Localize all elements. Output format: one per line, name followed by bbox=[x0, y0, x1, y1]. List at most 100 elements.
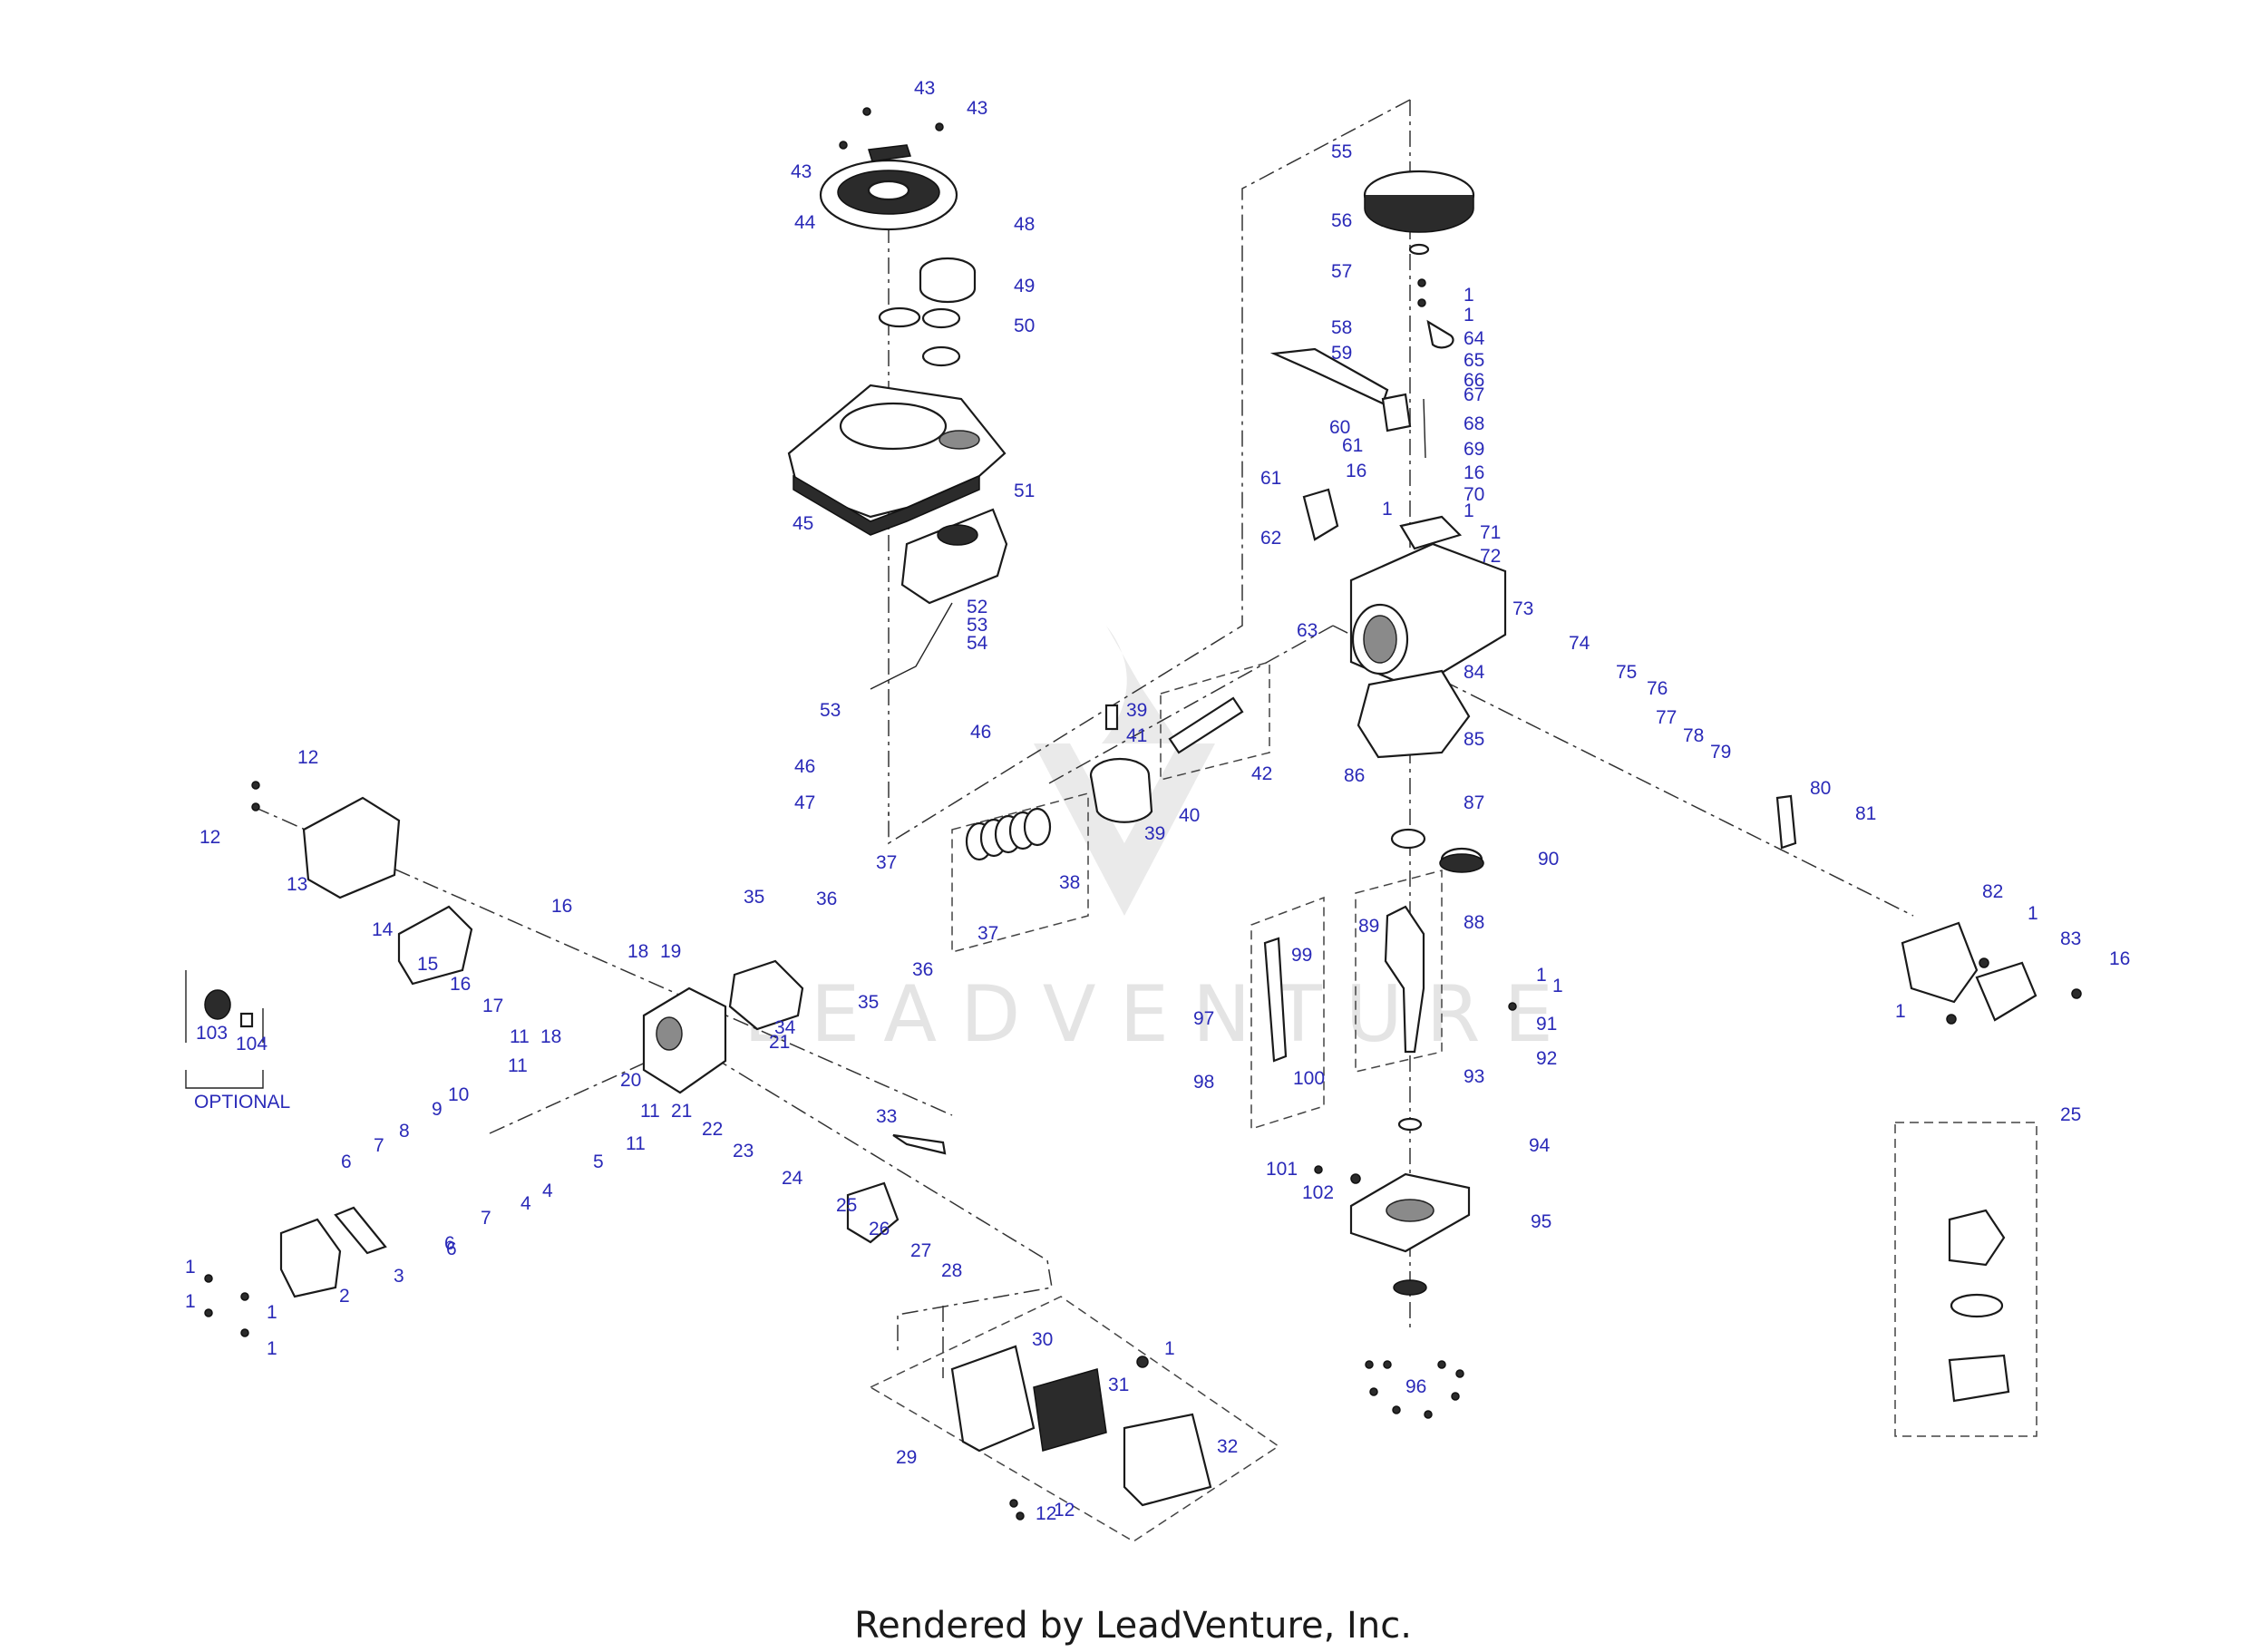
part-number-label: 43 bbox=[967, 98, 987, 119]
part-number-label: 87 bbox=[1464, 792, 1484, 813]
part-number-label: 43 bbox=[914, 78, 935, 99]
part-number-label: 39 bbox=[1126, 700, 1147, 721]
air-filter bbox=[950, 1345, 1212, 1507]
part-number-label: 61 bbox=[1260, 468, 1281, 489]
part-number-label: 1 bbox=[1552, 976, 1563, 996]
part-number-label: 56 bbox=[1331, 210, 1352, 231]
part-number-label: 1 bbox=[1464, 500, 1474, 521]
part-number-label: 5 bbox=[593, 1152, 604, 1172]
part-number-label: 95 bbox=[1531, 1211, 1551, 1232]
part-number-label: 27 bbox=[910, 1240, 931, 1261]
part-number-label: 47 bbox=[794, 792, 815, 813]
part-number-label: 58 bbox=[1331, 317, 1352, 338]
part-number-label: 12 bbox=[1054, 1500, 1075, 1521]
part-number-label: 52 bbox=[967, 597, 987, 617]
muffler-assembly bbox=[302, 796, 473, 986]
part-number-label: 57 bbox=[1331, 261, 1352, 282]
part-number-label: 16 bbox=[551, 896, 572, 917]
part-number-label: 91 bbox=[1536, 1014, 1557, 1035]
blower-housing bbox=[787, 384, 1007, 536]
part-number-label: 30 bbox=[1032, 1329, 1053, 1350]
part-number-label: 89 bbox=[1358, 916, 1379, 937]
part-number-label: 86 bbox=[1344, 765, 1365, 786]
part-number-label: 20 bbox=[620, 1070, 641, 1091]
part-number-label: 37 bbox=[977, 923, 998, 944]
part-number-label: 8 bbox=[399, 1121, 410, 1142]
part-number-label: 35 bbox=[858, 992, 879, 1013]
part-number-label: 11 bbox=[510, 1026, 530, 1047]
part-number-label: 78 bbox=[1683, 725, 1704, 746]
part-number-label: 72 bbox=[1480, 546, 1501, 567]
part-number-label: 12 bbox=[1036, 1503, 1056, 1524]
part-number-label: 42 bbox=[1251, 763, 1272, 784]
part-number-label: 1 bbox=[1464, 285, 1474, 306]
throttle-bracket bbox=[1775, 794, 2037, 1022]
part-number-label: 14 bbox=[372, 919, 394, 940]
part-number-label: 83 bbox=[2060, 928, 2081, 949]
part-number-label: 102 bbox=[1302, 1182, 1334, 1203]
piston-rings bbox=[965, 807, 1052, 861]
carburetor bbox=[846, 1133, 947, 1244]
part-number-label: 46 bbox=[970, 722, 991, 743]
part-number-label: 32 bbox=[1217, 1436, 1238, 1457]
part-number-label: 80 bbox=[1810, 778, 1831, 799]
part-number-label: 4 bbox=[520, 1193, 531, 1214]
part-number-label: 36 bbox=[912, 959, 933, 980]
carburetor-detail bbox=[1948, 1209, 2010, 1403]
part-number-label: 98 bbox=[1193, 1072, 1214, 1093]
part-number-label: 12 bbox=[297, 747, 318, 768]
crankshaft bbox=[1384, 828, 1484, 1054]
part-number-label: 35 bbox=[744, 887, 764, 908]
part-number-label: 90 bbox=[1538, 849, 1559, 870]
part-number-label: 11 bbox=[640, 1101, 660, 1122]
part-number-label: 71 bbox=[1480, 522, 1501, 543]
part-number-label: 1 bbox=[1895, 1001, 1906, 1022]
part-number-label: 61 bbox=[1342, 435, 1363, 456]
part-number-label: 46 bbox=[794, 756, 815, 777]
dipstick bbox=[1263, 937, 1288, 1063]
part-number-label: 6 bbox=[446, 1239, 457, 1259]
part-number-label: 9 bbox=[432, 1099, 443, 1120]
part-number-label: 11 bbox=[626, 1133, 646, 1154]
part-number-label: 41 bbox=[1126, 725, 1147, 746]
part-number-label: 92 bbox=[1536, 1048, 1557, 1069]
part-number-label: 33 bbox=[876, 1106, 897, 1127]
dashed-groupings bbox=[869, 661, 2037, 1542]
part-number-label: 62 bbox=[1260, 528, 1281, 549]
optional-label: OPTIONAL bbox=[194, 1092, 290, 1113]
piston-assembly bbox=[1089, 696, 1244, 823]
part-number-label: 7 bbox=[481, 1208, 491, 1229]
part-number-label: 1 bbox=[1164, 1338, 1175, 1359]
part-number-label: 53 bbox=[820, 700, 841, 721]
part-number-label: 25 bbox=[836, 1195, 857, 1216]
part-number-label: 4 bbox=[542, 1181, 553, 1201]
part-number-label: 21 bbox=[769, 1032, 790, 1053]
part-number-label: 1 bbox=[267, 1302, 277, 1323]
part-number-label: 96 bbox=[1405, 1376, 1426, 1397]
part-number-label: 1 bbox=[1536, 965, 1547, 986]
part-number-label: 65 bbox=[1464, 350, 1484, 371]
part-number-label: 12 bbox=[199, 827, 220, 848]
part-number-label: 34 bbox=[774, 1017, 796, 1038]
part-number-label: 63 bbox=[1297, 620, 1318, 641]
part-number-label: 36 bbox=[816, 889, 837, 909]
part-number-label: 16 bbox=[450, 974, 471, 995]
part-number-label: 1 bbox=[185, 1291, 196, 1312]
part-number-label: 24 bbox=[782, 1168, 803, 1189]
part-number-label: 50 bbox=[1014, 316, 1035, 336]
part-number-label: 25 bbox=[2060, 1104, 2081, 1125]
part-number-label: 49 bbox=[1014, 276, 1035, 296]
fasteners bbox=[204, 107, 2082, 1521]
part-number-label: 29 bbox=[896, 1447, 917, 1468]
engine-block bbox=[1302, 488, 1507, 759]
part-number-label: 101 bbox=[1266, 1159, 1298, 1180]
fuel-tank bbox=[870, 508, 1008, 690]
part-number-label: 51 bbox=[1014, 481, 1035, 501]
part-number-label: 28 bbox=[941, 1260, 962, 1281]
part-number-label: 60 bbox=[1329, 417, 1350, 438]
part-number-label: 17 bbox=[482, 996, 503, 1016]
part-number-label: 43 bbox=[791, 161, 812, 182]
cylinder-head bbox=[279, 959, 804, 1298]
